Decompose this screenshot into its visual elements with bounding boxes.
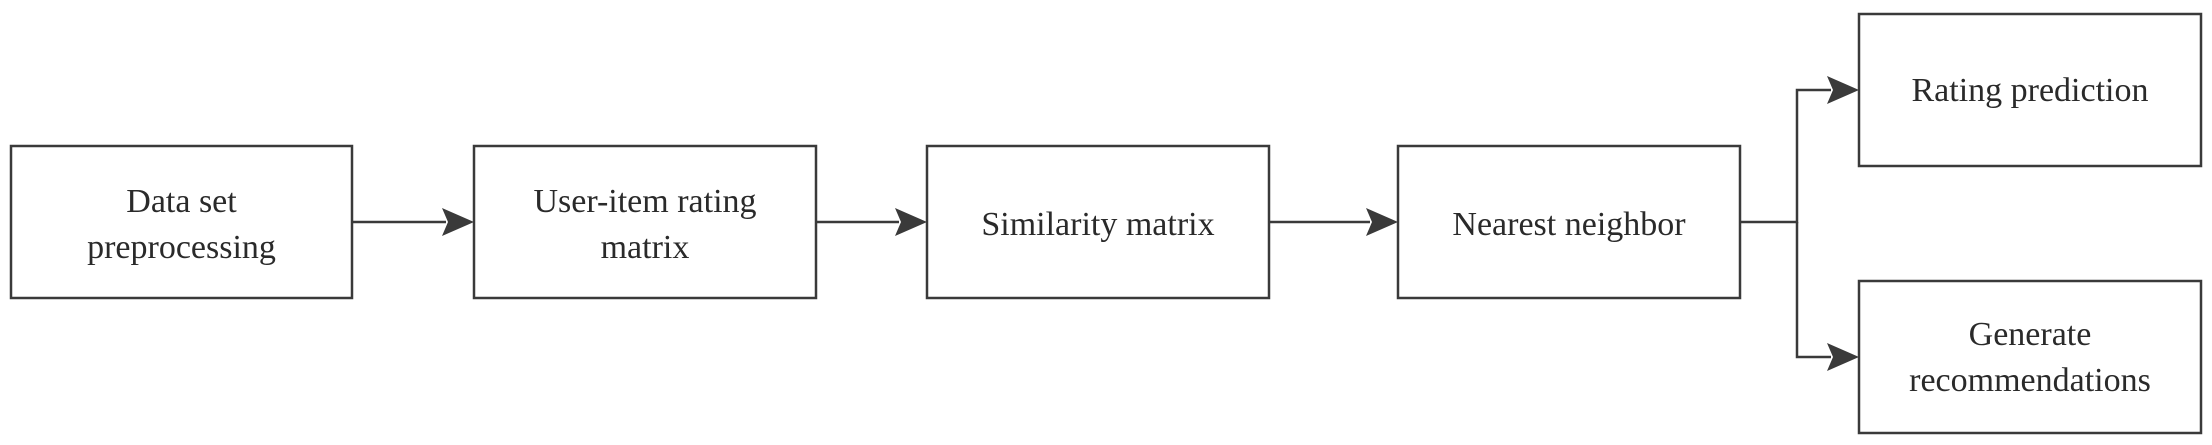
node-label: Nearest neighbor <box>1452 206 1686 243</box>
node-similarity-matrix: Similarity matrix <box>925 144 1271 300</box>
node-label-line-1: Data set <box>126 183 237 220</box>
arrow-head-icon <box>1366 208 1398 236</box>
node-data-set-preprocessing: Data set preprocessing <box>9 144 354 300</box>
node-label-line-2: preprocessing <box>87 229 276 266</box>
node-rating-prediction: Rating prediction <box>1857 12 2203 168</box>
node-label-line-2: matrix <box>601 229 690 266</box>
node-label-line-1: User-item rating <box>533 183 756 220</box>
edge-neighbor-to-prediction <box>1740 76 1859 224</box>
node-nearest-neighbor: Nearest neighbor <box>1396 144 1742 300</box>
arrow-head-icon <box>895 208 927 236</box>
edge-rating-matrix-to-similarity <box>816 208 927 236</box>
edge-neighbor-to-recommendations <box>1795 222 1859 371</box>
node-label-line-1: Generate <box>1969 316 2092 353</box>
node-generate-recommendations: Generate recommendations <box>1857 279 2203 435</box>
node-label: Similarity matrix <box>981 206 1214 243</box>
node-label-line-2: recommendations <box>1909 362 2151 399</box>
edge-similarity-to-neighbor <box>1269 208 1398 236</box>
node-user-item-rating-matrix: User-item rating matrix <box>472 144 818 300</box>
arrow-head-icon <box>1827 76 1859 104</box>
arrow-head-icon <box>1827 343 1859 371</box>
edge-preprocessing-to-rating-matrix <box>352 208 474 236</box>
arrow-head-icon <box>442 208 474 236</box>
node-label: Rating prediction <box>1911 72 2148 109</box>
